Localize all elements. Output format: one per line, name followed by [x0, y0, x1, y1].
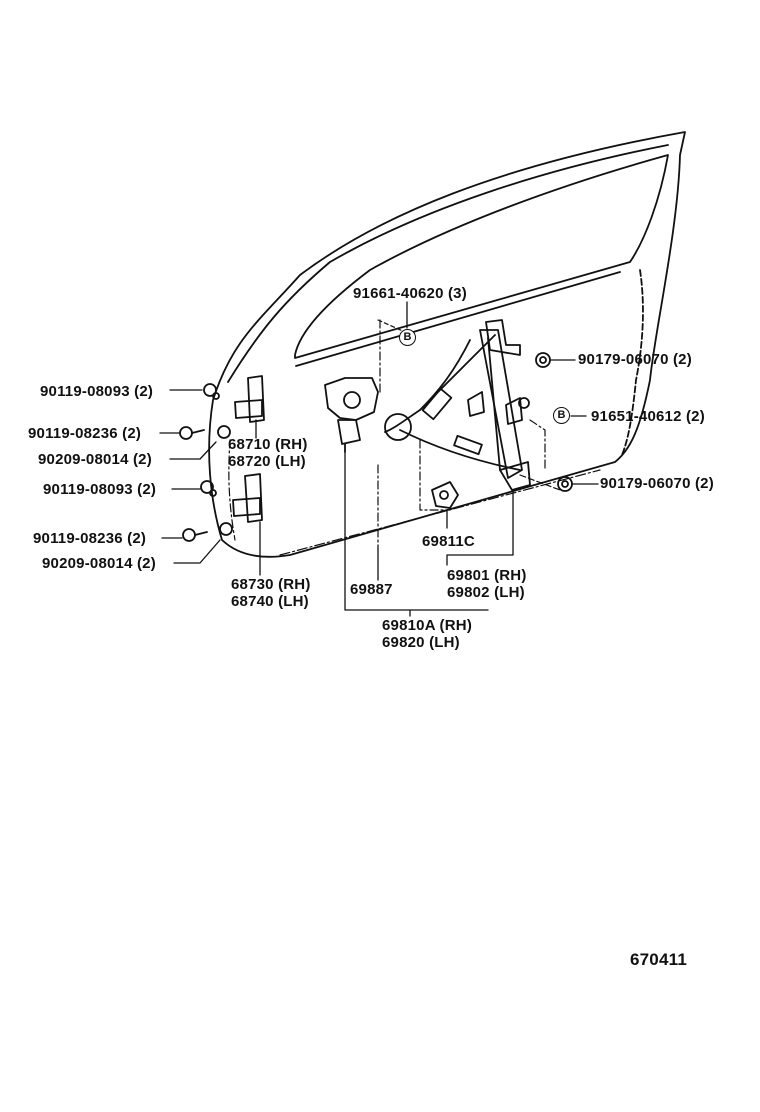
label-lower-hinge: 68730 (RH) 68740 (LH)	[231, 576, 311, 610]
regulator-spring	[421, 387, 453, 421]
motor-body	[324, 377, 379, 421]
label-90209-08014-lower: 90209-08014 (2)	[42, 555, 156, 572]
lower-hinge-leaf	[232, 497, 261, 517]
label-90209-08014-upper: 90209-08014 (2)	[38, 451, 152, 468]
lower-hinge-plate	[244, 473, 263, 523]
upper-hinge-plate	[247, 375, 265, 423]
label-upper-hinge: 68710 (RH) 68720 (LH)	[228, 436, 308, 470]
reference-number: 670411	[630, 950, 687, 969]
label-68720-lh: 68720 (LH)	[228, 453, 306, 470]
motor-gear	[343, 391, 361, 409]
label-69811c: 69811C	[422, 533, 475, 550]
label-regulator-assy: 69801 (RH) 69802 (LH)	[447, 567, 527, 601]
label-68710-rh: 68710 (RH)	[228, 436, 308, 453]
regulator-rail-rear	[487, 337, 501, 471]
dash-bracket-top	[419, 439, 451, 511]
regulator-drum	[384, 413, 412, 441]
regulator-top-bracket	[485, 319, 521, 356]
motor-bracket-hole	[439, 490, 449, 500]
label-90119-08093-upper: 90119-08093 (2)	[40, 383, 154, 400]
dash-to-b-top	[377, 319, 406, 333]
label-68730-rh: 68730 (RH)	[231, 576, 311, 593]
label-68740-lh: 68740 (LH)	[231, 593, 309, 610]
part-leader-tree	[344, 451, 514, 617]
regulator-mid-bracket	[505, 397, 523, 425]
label-69801-rh: 69801 (RH)	[447, 567, 527, 584]
label-91651-40612: 91651-40612 (2)	[591, 408, 705, 425]
window-glass-outline	[294, 154, 669, 359]
upper-hinge-leaf	[234, 399, 263, 419]
label-69820-lh: 69820 (LH)	[382, 634, 460, 651]
door-rear-edge	[621, 269, 644, 456]
inner-panel-phantom	[228, 439, 236, 541]
lower-phantom-line	[279, 469, 601, 556]
label-90179-06070-bottom: 90179-06070 (2)	[600, 475, 714, 492]
label-90119-08093-lower: 90119-08093 (2)	[43, 481, 157, 498]
window-sash-outer	[227, 144, 669, 383]
label-69802-lh: 69802 (LH)	[447, 584, 525, 601]
label-69887: 69887	[350, 581, 393, 598]
motor-shaft-housing	[337, 419, 361, 445]
label-regulator-kit: 69810A (RH) 69820 (LH)	[382, 617, 472, 651]
symbol-b-right: B	[553, 407, 570, 424]
label-90119-08236-upper: 90119-08236 (2)	[28, 425, 142, 442]
right-leaders	[406, 301, 599, 485]
left-fasteners	[179, 383, 233, 542]
regulator-cable-lower	[399, 429, 521, 471]
door-frame-outline	[208, 131, 686, 558]
motor-bracket	[431, 481, 459, 509]
regulator-spring-lower	[453, 434, 483, 456]
regulator-lift-arm	[384, 339, 471, 433]
regulator-bottom-bracket	[499, 461, 531, 491]
dash-right-b	[529, 419, 546, 471]
label-90119-08236-lower: 90119-08236 (2)	[33, 530, 147, 547]
regulator-side-bracket	[467, 391, 485, 417]
label-91661-40620: 91661-40620 (3)	[353, 285, 467, 302]
regulator-rail-front	[479, 329, 523, 479]
label-69810a-rh: 69810A (RH)	[382, 617, 473, 634]
dash-right-nut	[519, 474, 561, 491]
symbol-b-top: B	[399, 329, 416, 346]
left-leaders	[159, 389, 261, 576]
label-90179-06070-top: 90179-06070 (2)	[578, 351, 692, 368]
door-inner-edge	[295, 271, 621, 367]
